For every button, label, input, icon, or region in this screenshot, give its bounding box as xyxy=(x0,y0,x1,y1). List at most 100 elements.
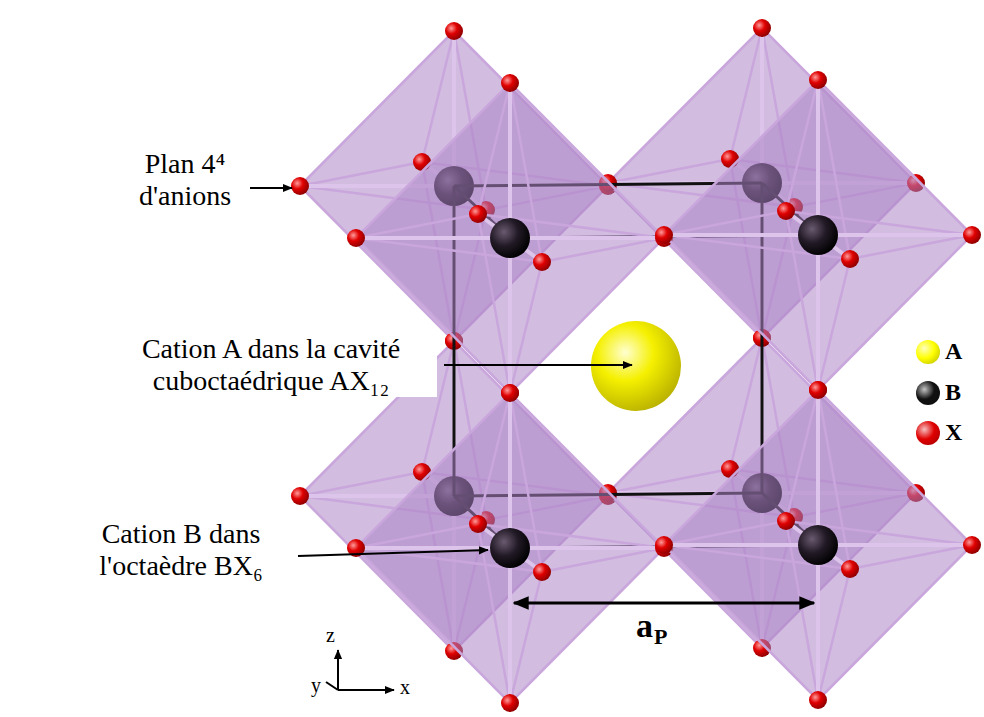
octahedron-edge xyxy=(818,545,972,700)
octahedron-edge xyxy=(356,524,478,548)
axis-line xyxy=(338,689,394,691)
octahedron-edge xyxy=(478,83,510,214)
octahedron-edge xyxy=(478,393,510,524)
bond-line xyxy=(816,235,820,390)
lattice-parameter: a xyxy=(636,606,653,645)
bond-line xyxy=(508,393,512,548)
octahedron-face xyxy=(510,548,664,703)
x-anion-sphere xyxy=(809,381,827,399)
octahedron-edge xyxy=(356,393,510,548)
cation-b-label: Cation B dans l'octaèdre BX₆ xyxy=(68,518,294,582)
x-anion-sphere xyxy=(841,560,859,578)
octahedron-edge xyxy=(300,472,422,496)
x-anion-sphere xyxy=(655,226,673,244)
x-anion-sphere xyxy=(963,226,981,244)
octahedron-edge xyxy=(542,238,664,262)
x-anion-sphere xyxy=(533,253,551,271)
octahedron-edge xyxy=(356,83,510,238)
leader-line xyxy=(250,187,292,189)
lattice-subscript: P xyxy=(654,624,667,649)
axis-line xyxy=(337,650,339,690)
octahedron-edge xyxy=(786,390,818,521)
leader-line xyxy=(444,364,632,366)
x-anion-sphere xyxy=(501,694,519,712)
octahedron-face xyxy=(664,80,850,259)
octahedron-edge xyxy=(300,162,422,186)
plane-label: Plan 4⁴ d'anions xyxy=(125,148,245,212)
octahedron-edge xyxy=(786,80,818,211)
x-anion-sphere xyxy=(809,71,827,89)
legend-swatch xyxy=(916,381,940,405)
x-anion-sphere xyxy=(533,563,551,581)
bond-line xyxy=(816,80,820,235)
octahedron-edge xyxy=(510,262,542,393)
bond-line xyxy=(818,543,972,547)
leader-line xyxy=(298,550,488,556)
x-anion-sphere xyxy=(777,202,795,220)
bond-line xyxy=(816,390,820,545)
x-anion-sphere xyxy=(501,384,519,402)
bond-line xyxy=(818,233,972,237)
x-anion-sphere xyxy=(655,536,673,554)
octahedron-edge xyxy=(664,390,818,545)
octahedron-edge xyxy=(818,259,850,390)
axis-label: x xyxy=(400,676,410,699)
octahedron-edge xyxy=(730,28,762,159)
axis-label: z xyxy=(326,624,335,647)
octahedron-edge xyxy=(356,214,478,238)
octahedron-edge xyxy=(422,31,454,162)
octahedron-edge xyxy=(818,569,850,700)
legend-label: A xyxy=(945,338,962,366)
octahedron-face xyxy=(818,235,972,390)
bond-line xyxy=(356,236,510,240)
octahedron-face xyxy=(664,545,850,700)
x-anion-sphere xyxy=(291,177,309,195)
octahedron-edge xyxy=(664,211,786,235)
legend-swatch xyxy=(916,340,940,364)
x-anion-sphere xyxy=(347,229,365,247)
octahedron xyxy=(655,381,981,709)
b-cation-sphere xyxy=(490,218,530,258)
octahedron-edge xyxy=(818,235,972,390)
octahedron-face xyxy=(356,548,542,703)
octahedron xyxy=(347,384,673,712)
x-anion-sphere xyxy=(291,487,309,505)
bond-line xyxy=(510,546,664,550)
bond-line xyxy=(816,545,820,700)
octahedron-edge xyxy=(608,159,730,183)
legend-label: B xyxy=(945,379,961,407)
x-anion-sphere xyxy=(445,22,463,40)
b-cation-sphere xyxy=(798,525,838,565)
octahedron-face xyxy=(356,393,542,572)
x-anion-sphere xyxy=(501,74,519,92)
bond-line xyxy=(508,548,512,703)
octahedron-face xyxy=(510,238,664,393)
cation-a-label: Cation A dans la cavité cuboctaédrique A… xyxy=(105,333,437,397)
octahedron-edge xyxy=(510,572,542,703)
octahedron-edge xyxy=(510,238,664,393)
b-cation-sphere xyxy=(490,528,530,568)
octahedron-face xyxy=(356,83,542,262)
legend-label: X xyxy=(945,419,962,447)
axis-line xyxy=(326,682,338,690)
octahedron-edge xyxy=(510,548,664,703)
octahedron-edge xyxy=(850,545,972,569)
x-anion-sphere xyxy=(841,250,859,268)
x-anion-sphere xyxy=(777,512,795,530)
octahedron-face xyxy=(664,390,850,569)
octahedron-edge xyxy=(730,338,762,469)
octahedron-face xyxy=(664,235,850,390)
octahedron-edge xyxy=(542,548,664,572)
legend-swatch xyxy=(916,421,940,445)
x-anion-sphere xyxy=(501,384,519,402)
x-anion-sphere xyxy=(963,536,981,554)
x-anion-sphere xyxy=(809,381,827,399)
octahedron-edge xyxy=(664,521,786,545)
x-anion-sphere xyxy=(469,515,487,533)
octahedron xyxy=(655,71,981,399)
x-anion-sphere xyxy=(469,205,487,223)
bond-line xyxy=(664,543,818,547)
bond-line xyxy=(508,238,512,393)
octahedron-face xyxy=(818,545,972,700)
